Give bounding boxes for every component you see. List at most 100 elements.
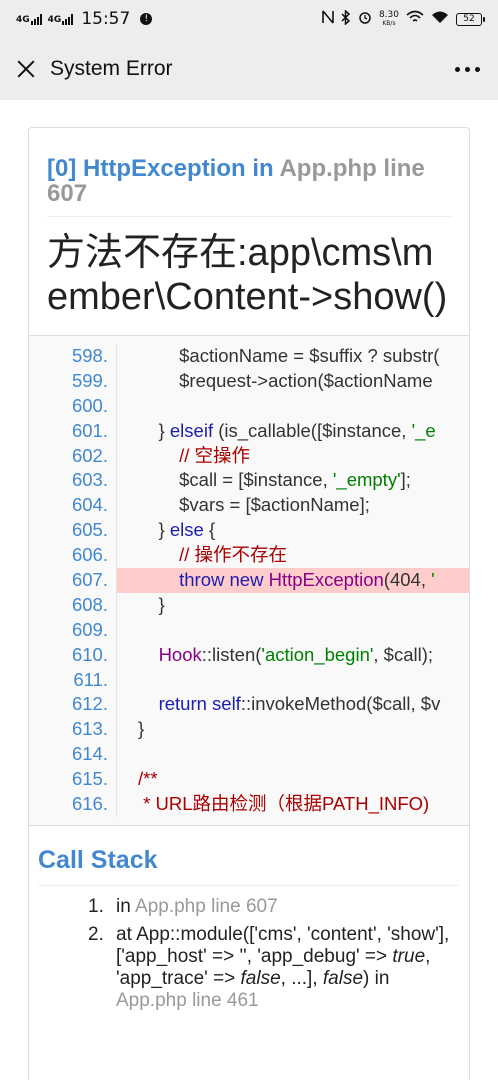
hotspot-icon	[406, 10, 424, 28]
source-line: 612. return self::invokeMethod($call, $v	[29, 692, 469, 718]
line-number: 608.	[29, 592, 117, 618]
line-code: Hook::listen('action_begin', $call);	[158, 643, 434, 665]
source-line: 611.	[29, 667, 469, 693]
source-line: 600.	[29, 393, 469, 419]
source-line-highlighted: 607. throw new HttpException(404, '	[29, 568, 469, 593]
line-number: 614.	[29, 742, 117, 768]
line-code: // 空操作	[138, 444, 251, 466]
network-speed: 8.30 KB/s	[378, 10, 399, 28]
line-code: $call = [$instance, '_empty'];	[138, 469, 411, 491]
exception-file-link[interactable]: App.php line 607	[47, 155, 425, 207]
sim2-label: 4G	[47, 14, 62, 25]
line-number: 601.	[29, 418, 117, 444]
line-code: /**	[138, 768, 158, 790]
webview-page[interactable]: [0] HttpException in App.php line 607 方法…	[0, 100, 498, 1080]
call-stack: Call Stack 1. in App.php line 607 2. at …	[29, 826, 469, 1012]
source-line: 613.}	[29, 717, 469, 743]
exception-title: [0] HttpException in App.php line 607	[47, 156, 451, 217]
wifi-icon	[431, 10, 449, 28]
line-code: }	[138, 593, 165, 615]
source-code: 598. $actionName = $suffix ? substr(599.…	[29, 335, 469, 826]
line-number: 598.	[29, 344, 117, 369]
sim2-signal-icon: 4G	[47, 13, 74, 25]
line-number: 603.	[29, 468, 117, 494]
call-stack-num: 1.	[88, 895, 104, 917]
source-line: 602. // 空操作	[29, 443, 469, 469]
battery-level: 52	[463, 14, 475, 24]
line-code: throw new HttpException(404, '	[117, 568, 469, 593]
line-code: // 操作不存在	[138, 544, 288, 566]
call-stack-text: in	[116, 895, 136, 917]
net-speed-unit: KB/s	[382, 20, 396, 27]
line-code: * URL路由检测（根据PATH_INFO)	[138, 793, 430, 815]
line-code	[117, 394, 469, 419]
nav-bar: System Error	[0, 38, 498, 100]
source-line: 610. Hook::listen('action_begin', $call)…	[29, 642, 469, 668]
line-code	[117, 618, 469, 643]
clock: 15:57	[81, 9, 131, 29]
call-stack-text: , ...],	[280, 967, 323, 989]
call-stack-num: 2.	[88, 923, 104, 945]
source-line: 598. $actionName = $suffix ? substr(	[29, 344, 469, 369]
source-line: 616. * URL路由检测（根据PATH_INFO)	[29, 792, 469, 817]
call-stack-file[interactable]: App.php line 461	[116, 989, 259, 1011]
line-code: $request->action($actionName	[138, 369, 433, 391]
line-number: 602.	[29, 443, 117, 469]
source-line: 603. $call = [$instance, '_empty'];	[29, 468, 469, 494]
line-code: return self::invokeMethod($call, $v	[158, 693, 441, 715]
line-code: }	[138, 718, 145, 740]
source-line: 604. $vars = [$actionName];	[29, 493, 469, 519]
sim1-label: 4G	[16, 14, 30, 25]
line-number: 600.	[29, 393, 117, 419]
alarm-icon	[358, 10, 372, 28]
line-number: 605.	[29, 518, 117, 544]
call-stack-text: at App::module(['cms', 'content', 'show'…	[116, 923, 450, 967]
call-stack-item: 2. at App::module(['cms', 'content', 'sh…	[88, 924, 459, 1012]
line-code: } else {	[138, 519, 216, 541]
line-code	[117, 668, 469, 693]
line-number: 615.	[29, 767, 117, 793]
line-code	[117, 742, 469, 767]
line-number: 599.	[29, 368, 117, 394]
sim1-signal-icon: 4G	[16, 13, 42, 25]
status-left: 4G 4G 15:57 !	[16, 9, 153, 29]
source-line: 601. } elseif (is_callable([$instance, '…	[29, 418, 469, 444]
battery-icon: 52	[456, 12, 485, 26]
line-number: 616.	[29, 792, 117, 817]
line-number: 609.	[29, 617, 117, 643]
call-stack-text: , 'app_trace' =>	[116, 945, 431, 989]
source-line: 605. } else {	[29, 518, 469, 544]
exception-panel: [0] HttpException in App.php line 607 方法…	[28, 127, 470, 1080]
source-line: 608. }	[29, 592, 469, 618]
call-stack-list: 1. in App.php line 607 2. at App::module…	[38, 896, 459, 1012]
line-number: 604.	[29, 493, 117, 519]
status-bar: 4G 4G 15:57 ! 8.30 KB/s 52	[0, 0, 498, 38]
nav-title: System Error	[50, 57, 173, 80]
exception-message: 方法不存在:app\cms\member\Content->show()	[47, 232, 448, 318]
call-stack-bool: false	[322, 967, 364, 989]
call-stack-item: 1. in App.php line 607	[88, 896, 459, 918]
more-options-icon[interactable]	[451, 63, 484, 76]
source-line: 606. // 操作不存在	[29, 543, 469, 569]
source-line: 614.	[29, 742, 469, 768]
source-line: 615. /**	[29, 767, 469, 793]
source-line: 609.	[29, 617, 469, 643]
net-speed-value: 8.30	[378, 10, 399, 20]
line-code: $vars = [$actionName];	[138, 494, 370, 516]
line-number: 611.	[29, 667, 117, 693]
exception-info: [0] HttpException in App.php line 607 方法…	[29, 128, 469, 335]
call-stack-file[interactable]: App.php line 607	[135, 895, 278, 917]
call-stack-text: ) in	[363, 967, 390, 989]
call-stack-title: Call Stack	[38, 846, 459, 886]
status-right: 8.30 KB/s 52	[322, 8, 485, 29]
source-line: 599. $request->action($actionName	[29, 368, 469, 394]
close-icon[interactable]	[14, 57, 38, 81]
line-number: 612.	[29, 692, 117, 718]
exception-class: [0] HttpException in	[47, 155, 280, 182]
line-number: 610.	[29, 642, 117, 668]
bluetooth-icon	[341, 8, 351, 29]
call-stack-bool: false	[240, 967, 281, 989]
line-number: 606.	[29, 543, 117, 569]
notification-info-icon: !	[140, 13, 153, 25]
line-number: 607.	[29, 568, 117, 593]
